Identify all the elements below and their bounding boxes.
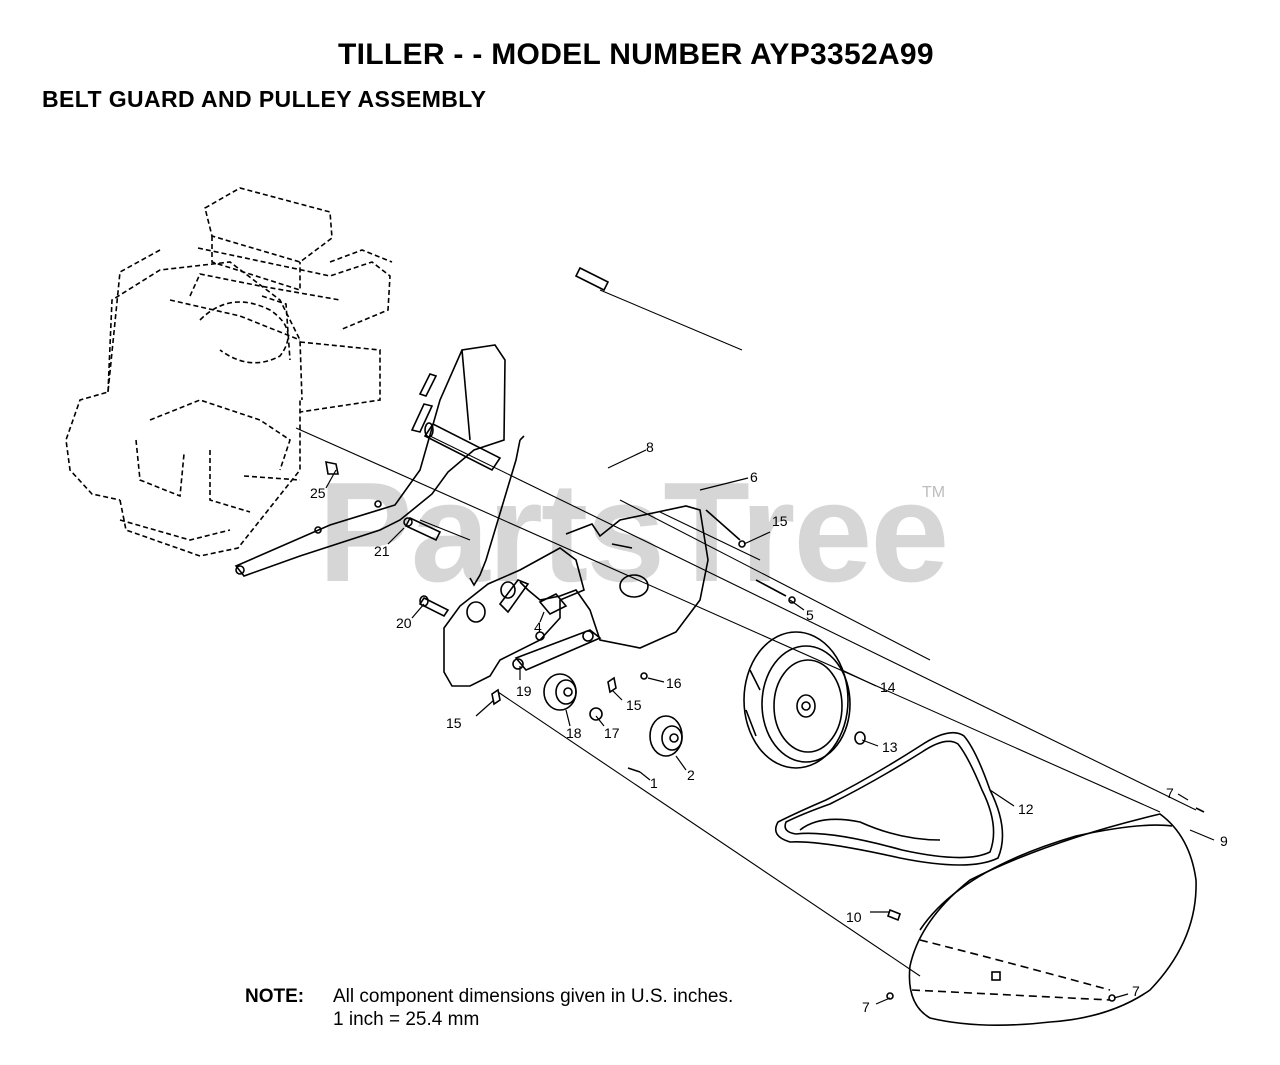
callout-13: 13: [882, 739, 898, 755]
callout-19: 19: [516, 683, 532, 699]
callout-17: 17: [604, 725, 620, 741]
pulley-2: [649, 715, 683, 757]
belt-guard-plate: [519, 505, 709, 649]
nut-17: [589, 707, 603, 721]
pin-8: [574, 266, 610, 292]
watermark-trademark: TM: [922, 484, 946, 501]
note-line-1: All component dimensions given in U.S. i…: [333, 986, 734, 1007]
idler-pulley-18: [543, 673, 577, 711]
bolt-20: [418, 595, 450, 618]
callout-leaders: [325, 449, 1215, 1005]
screw-7-upper: [1195, 807, 1205, 813]
callout-16: 16: [666, 675, 682, 691]
idler-bracket: [443, 547, 602, 687]
callout-1: 1: [650, 775, 658, 791]
callout-12: 12: [1018, 801, 1034, 817]
callout-18: 18: [566, 725, 582, 741]
callout-15-middle: 15: [626, 697, 642, 713]
partstree-watermark: PartsTree: [318, 453, 949, 612]
nut-15-lower: [491, 688, 501, 706]
callout-9: 9: [1220, 833, 1228, 849]
callout-5: 5: [806, 607, 814, 623]
large-pulley-14: [743, 631, 851, 769]
diagram-subtitle: BELT GUARD AND PULLEY ASSEMBLY: [42, 86, 487, 112]
nut-15-middle: [607, 676, 617, 694]
washer-13: [854, 731, 866, 745]
callout-7-upper: 7: [1166, 785, 1174, 801]
callout-6: 6: [750, 469, 758, 485]
diagram-title: TILLER - - MODEL NUMBER AYP3352A99: [338, 38, 934, 71]
callout-8: 8: [646, 439, 654, 455]
screw-16: [640, 672, 648, 680]
callout-20: 20: [396, 615, 412, 631]
screw-7-lower-left: [886, 992, 894, 1000]
bolt-21: [403, 516, 442, 542]
tension-spring: [469, 435, 525, 587]
drive-shaft: [423, 422, 502, 472]
screw-10: [887, 908, 901, 922]
note-label: NOTE:: [245, 986, 305, 1007]
alignment-lines: [295, 289, 1197, 977]
nut-25: [325, 460, 339, 475]
callout-7-lower-left: 7: [862, 999, 870, 1015]
engine-outline: [65, 187, 393, 557]
callout-15-lower: 15: [446, 715, 462, 731]
drive-belt-12: [774, 731, 1004, 866]
engine-bracket: [234, 344, 506, 577]
note-line-2: 1 inch = 25.4 mm: [333, 1009, 480, 1030]
callout-10: 10: [846, 909, 862, 925]
callout-2: 2: [687, 767, 695, 783]
callout-labels: 1 2 4 5 6 7 7 7 8 9 10 12 13 14 15 15 15…: [310, 439, 1228, 1015]
callout-4: 4: [534, 619, 542, 635]
callout-7-lower-right: 7: [1132, 983, 1140, 999]
callout-14: 14: [880, 679, 896, 695]
key-1: [627, 767, 641, 773]
belt-cover-9: [908, 813, 1197, 1026]
bolt-15-upper: [705, 509, 746, 548]
callout-21: 21: [374, 543, 390, 559]
callout-15-upper: 15: [772, 513, 788, 529]
callout-25: 25: [310, 485, 326, 501]
bolt-5: [755, 579, 796, 604]
